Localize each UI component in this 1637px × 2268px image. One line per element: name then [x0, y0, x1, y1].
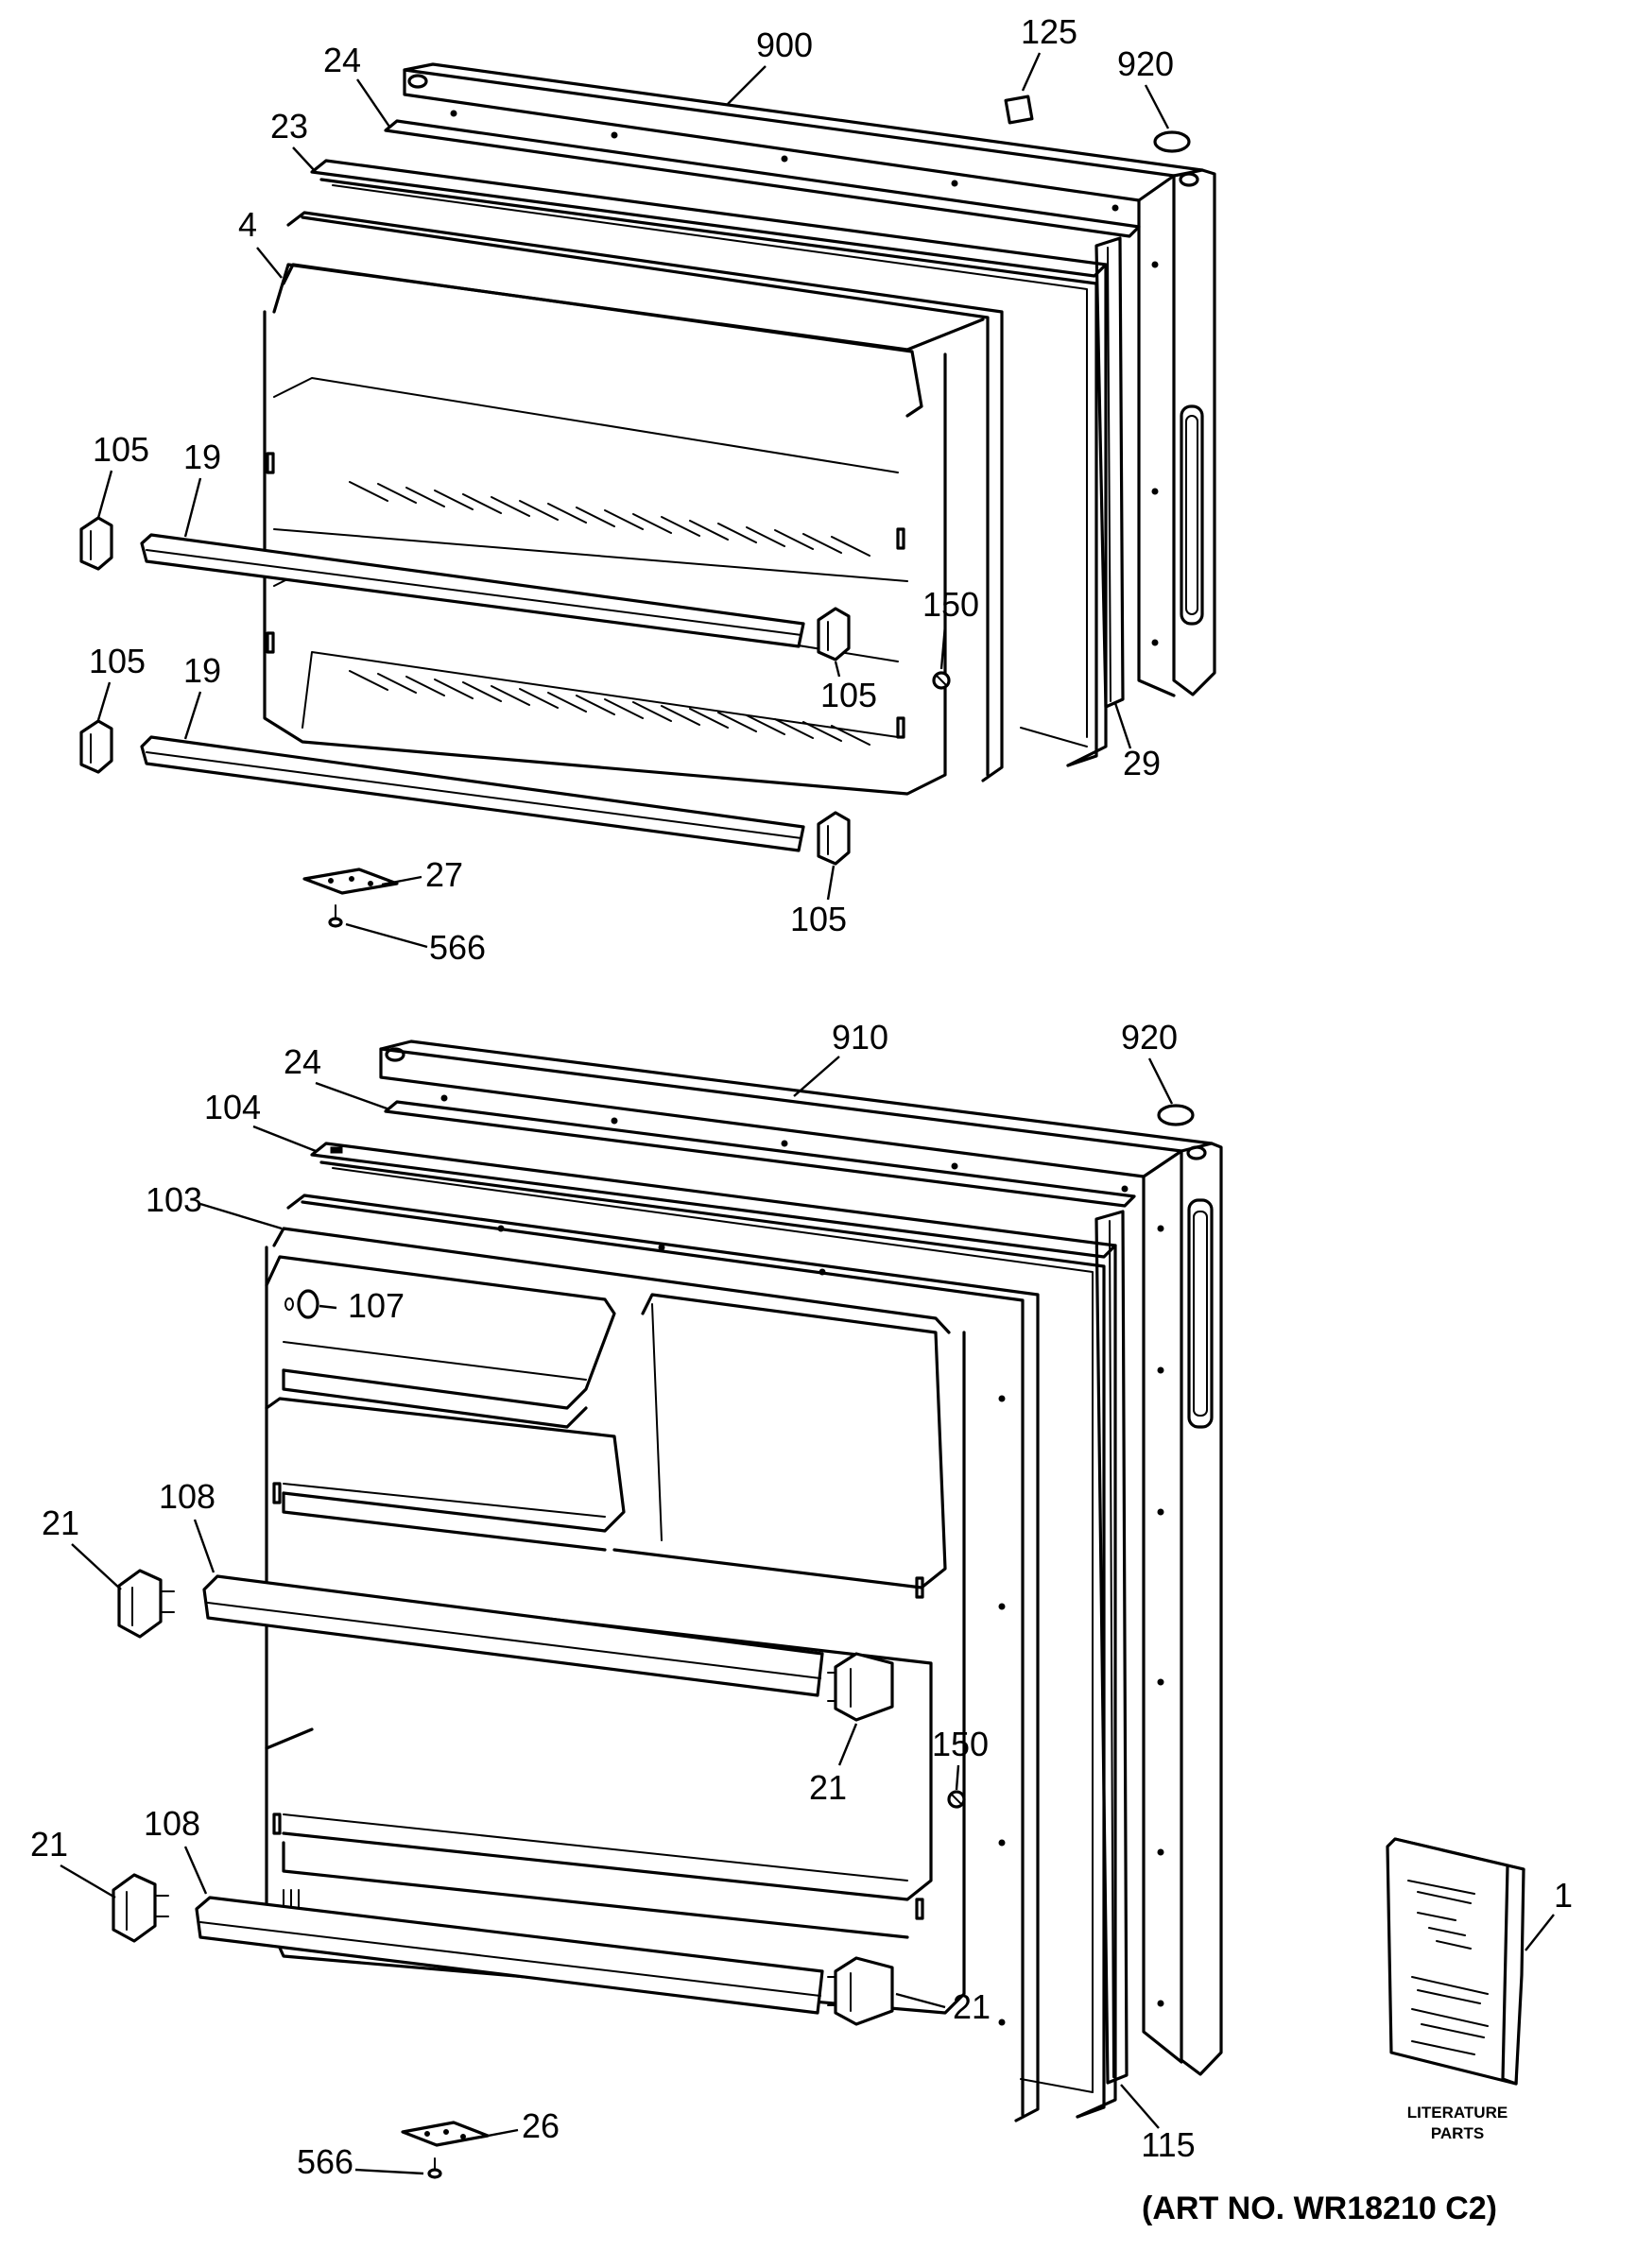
freezer-screw	[932, 671, 951, 690]
freezer-breaker-strip	[1094, 236, 1125, 709]
literature-label-line2: PARTS	[1431, 2124, 1484, 2142]
freezer-shelf-bar-lower	[140, 735, 805, 852]
callout-24: 24	[323, 41, 361, 79]
fresh-food-shelf-support-right-lower	[827, 1956, 894, 2026]
fresh-food-hinge-cap	[1157, 1104, 1195, 1126]
callout-105-left-lower: 105	[89, 642, 146, 680]
callout-150-bottom: 150	[932, 1725, 989, 1763]
callout-1: 1	[1554, 1876, 1573, 1915]
callout-105-right-upper: 105	[820, 676, 877, 714]
callout-104: 104	[204, 1088, 261, 1126]
callout-108-upper: 108	[159, 1477, 215, 1516]
callout-125: 125	[1021, 12, 1077, 51]
callout-19-upper: 19	[183, 438, 221, 476]
fresh-food-hinge-plate	[401, 2121, 490, 2147]
freezer-door-assembly: 900 125 920 24 23 4 105 19 105 19 150 10…	[79, 12, 1216, 967]
freezer-door-liner	[263, 211, 1004, 796]
freezer-hinge-plate	[302, 868, 399, 895]
fresh-food-outer-door-panel	[379, 1040, 1223, 2076]
fresh-food-light-button	[284, 1289, 319, 1319]
callout-4: 4	[238, 205, 257, 244]
freezer-plug	[1004, 94, 1034, 125]
freezer-shelf-support-right-upper	[817, 607, 851, 662]
callout-29: 29	[1123, 744, 1161, 782]
fresh-food-shelf-support-left-lower	[112, 1873, 169, 1943]
callout-105-left-upper: 105	[93, 430, 149, 469]
fresh-food-shelf-bar-lower	[195, 1896, 824, 2015]
callout-150-top: 150	[922, 585, 979, 624]
fresh-food-screw	[947, 1790, 966, 1809]
callout-21-left-lower: 21	[30, 1825, 68, 1864]
literature-label-line1: LITERATURE	[1407, 2104, 1508, 2122]
callout-920-bottom: 920	[1121, 1018, 1178, 1057]
freezer-shelf-support-left-lower	[79, 719, 113, 774]
freezer-magnet-strip	[384, 119, 1141, 238]
callout-566-top: 566	[429, 928, 486, 967]
fresh-food-magnet-strip	[384, 1100, 1136, 1208]
fresh-food-shelf-bar-upper	[202, 1574, 824, 1697]
freezer-door-gasket	[310, 159, 1108, 767]
callout-21-right-lower: 21	[953, 1987, 991, 2026]
callout-920: 920	[1117, 44, 1174, 83]
callout-108-lower: 108	[144, 1804, 200, 1843]
callout-115: 115	[1141, 2125, 1195, 2164]
freezer-hinge-screw	[328, 904, 343, 928]
freezer-hinge-cap	[1153, 130, 1191, 153]
callout-23: 23	[270, 107, 308, 146]
fresh-food-breaker-strip	[1094, 1210, 1129, 2085]
art-number: (ART NO. WR18210 C2)	[1142, 2191, 1497, 2226]
fresh-food-door-assembly: LITERATURE PARTS 910 920 24 104 103 107 …	[30, 1018, 1573, 2181]
callout-26: 26	[522, 2106, 560, 2145]
callout-910: 910	[832, 1018, 888, 1057]
freezer-shelf-support-right-lower	[817, 811, 851, 866]
callout-21-right-upper: 21	[809, 1768, 847, 1807]
callout-24-bottom: 24	[284, 1042, 321, 1081]
freezer-outer-door-panel	[403, 62, 1216, 697]
fresh-food-shelf-support-left-upper	[117, 1569, 175, 1639]
fresh-food-hinge-screw	[427, 2157, 442, 2179]
callout-107: 107	[348, 1286, 405, 1325]
callout-27: 27	[425, 855, 463, 894]
callout-900: 900	[756, 26, 813, 64]
freezer-shelf-support-left-upper	[79, 516, 113, 571]
callout-105-right-lower: 105	[790, 900, 847, 938]
fresh-food-shelf-support-right-upper	[827, 1652, 894, 1722]
callout-566-bottom: 566	[297, 2142, 353, 2181]
freezer-shelf-bar-upper	[140, 533, 805, 648]
callout-19-lower: 19	[183, 651, 221, 690]
literature-booklet	[1386, 1837, 1525, 2086]
callout-103: 103	[146, 1180, 202, 1219]
callout-21-left-upper: 21	[42, 1503, 79, 1542]
